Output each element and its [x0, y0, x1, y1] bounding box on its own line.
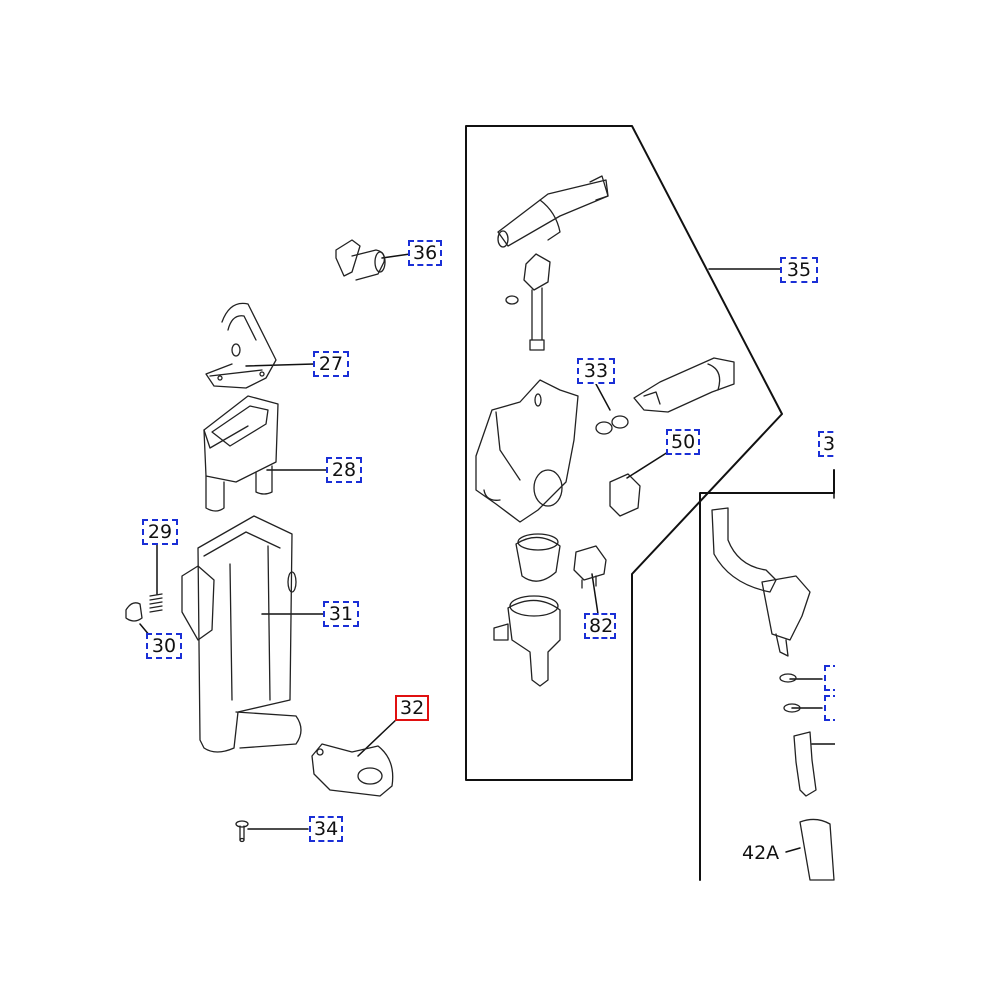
part-30-cap — [125, 602, 143, 622]
part-35-main-housing — [475, 379, 579, 523]
part-35-gear-shaft — [505, 253, 551, 351]
part-38-orings — [779, 673, 801, 713]
leader-lines — [139, 253, 837, 853]
part-50-clip — [609, 473, 641, 517]
part-38-nozzle — [793, 731, 817, 797]
label-42a: 42A — [742, 842, 780, 864]
part-31-body — [181, 515, 302, 753]
part-35-lever-arm — [633, 357, 735, 413]
part-42a-pipe — [799, 818, 835, 881]
part-32-plate — [311, 743, 394, 797]
callout-31[interactable]: 31 — [323, 601, 359, 627]
callout-34[interactable]: 34 — [309, 816, 343, 842]
part-35-cup — [515, 533, 561, 582]
assembly-35-frame — [465, 125, 783, 781]
part-27-lever — [205, 302, 277, 389]
callout-82[interactable]: 82 — [584, 613, 616, 639]
callout-32[interactable]: 32 — [395, 695, 429, 721]
callout-36[interactable]: 36 — [408, 240, 442, 266]
part-35-spout — [493, 595, 561, 687]
assembly-38-frame — [699, 469, 835, 881]
callout-33[interactable]: 33 — [577, 358, 615, 384]
part-29-spring — [149, 593, 163, 613]
part-33-orings — [595, 415, 629, 435]
part-35-shaft-top — [497, 175, 609, 248]
callout-27[interactable]: 27 — [313, 351, 349, 377]
callout-35[interactable]: 35 — [780, 257, 818, 283]
callout-30[interactable]: 30 — [146, 633, 182, 659]
callout-28[interactable]: 28 — [326, 457, 362, 483]
part-36-handle — [335, 239, 386, 281]
callout-50[interactable]: 50 — [666, 429, 700, 455]
callout-29[interactable]: 29 — [142, 519, 178, 545]
part-34-screw — [235, 820, 249, 843]
part-38-tube — [711, 507, 811, 657]
cropped-edge — [835, 0, 1000, 1000]
part-82-switch — [573, 545, 607, 589]
part-28-housing — [203, 395, 279, 512]
